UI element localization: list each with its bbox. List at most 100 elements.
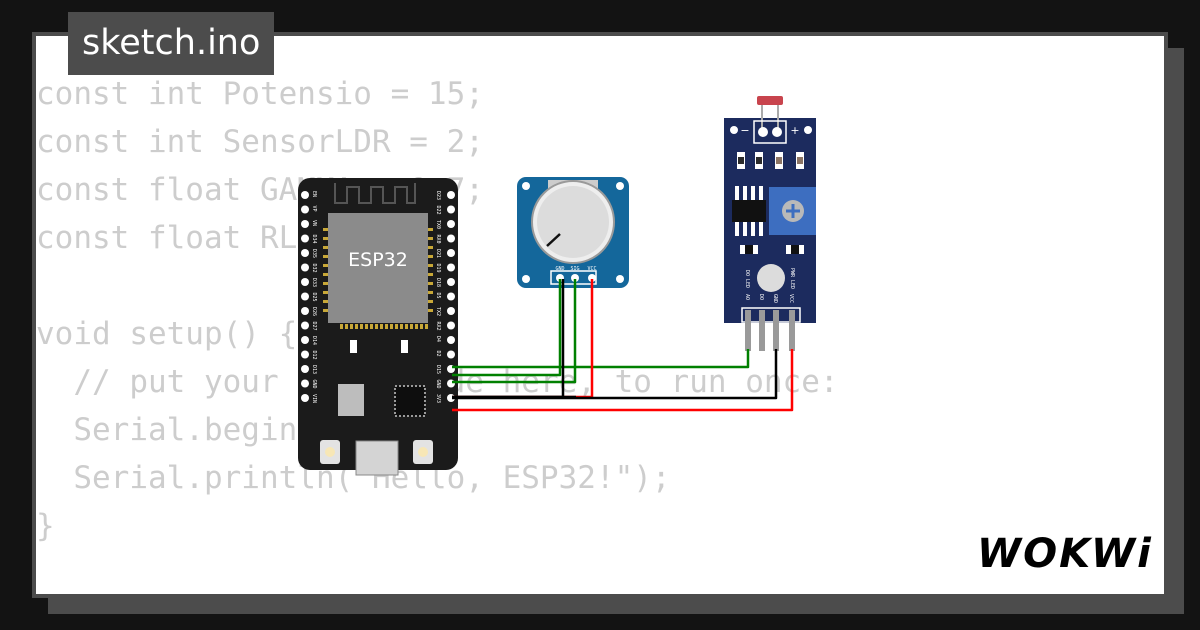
file-title-tab[interactable]: sketch.ino — [68, 12, 275, 75]
module-pad — [428, 300, 433, 303]
mount-hole — [522, 182, 530, 190]
preview-card — [32, 32, 1168, 598]
pin-label: D25 — [311, 293, 317, 302]
header-pin[interactable] — [301, 379, 309, 388]
plus-label: + — [790, 124, 799, 137]
header-pin[interactable] — [447, 263, 455, 272]
module-pad — [428, 255, 433, 258]
pot-knob[interactable] — [537, 186, 609, 258]
header-pin[interactable] — [447, 292, 455, 301]
ldr-pin-label: DO — [758, 294, 764, 300]
esp32-right-pin-header: D23D22TX0RX0D21D19D18D5TX2RX2D4D2D15GND3… — [435, 191, 455, 403]
ldr-pin[interactable] — [789, 310, 795, 351]
header-pin[interactable] — [447, 350, 455, 359]
ldr-pin-label: AO — [744, 294, 750, 300]
header-pin[interactable] — [447, 278, 455, 286]
header-pin[interactable] — [447, 321, 455, 330]
smd-part — [350, 340, 357, 353]
header-pin[interactable] — [447, 205, 455, 214]
wire-d15-to-sig[interactable] — [452, 279, 562, 377]
ldr-pin-label: VCC — [788, 294, 794, 303]
code-line: void setup() { — [36, 316, 298, 352]
module-pad — [375, 324, 378, 329]
ldr-socket — [753, 120, 787, 144]
photoresistor — [757, 96, 783, 105]
header-pin[interactable] — [447, 234, 455, 243]
pin-label: RX0 — [435, 235, 441, 244]
esp32-board[interactable]: ESP32 ENVPVND34D35D32D33D25D26D27D14D12D… — [298, 178, 458, 476]
module-pad — [323, 300, 328, 303]
wire-d15-to-sig-2[interactable] — [452, 279, 577, 384]
wire-gnd-to-ldr-gnd[interactable] — [452, 349, 778, 400]
header-pin[interactable] — [447, 307, 455, 315]
pin-label: VN — [311, 220, 317, 226]
pin-label: D26 — [311, 307, 317, 316]
module-pad — [323, 282, 328, 285]
module-pad — [323, 237, 328, 240]
socket-hole — [772, 127, 782, 137]
header-pin[interactable] — [301, 394, 309, 402]
voltage-regulator — [338, 384, 364, 416]
header-pin[interactable] — [447, 191, 455, 199]
mount-hole — [522, 275, 530, 283]
module-pad — [323, 309, 328, 312]
module-pad — [390, 324, 393, 329]
header-pin[interactable] — [447, 220, 455, 228]
module-pad — [365, 324, 368, 329]
header-pin[interactable] — [301, 321, 309, 330]
module-pad — [415, 324, 418, 329]
pin-label: GND — [435, 380, 441, 389]
pot-pin[interactable] — [571, 274, 579, 282]
header-pin[interactable] — [447, 249, 455, 257]
module-pad — [425, 324, 428, 329]
header-pin[interactable] — [301, 278, 309, 286]
ldr-pin[interactable] — [745, 310, 751, 351]
module-pad — [323, 264, 328, 267]
header-pin[interactable] — [301, 220, 309, 228]
pin-label: RX2 — [435, 322, 441, 331]
pin-label: D22 — [435, 206, 441, 215]
pin-label: D33 — [311, 278, 317, 287]
wire-3v3-to-pot-vcc[interactable] — [452, 279, 594, 399]
header-pin[interactable] — [301, 191, 309, 199]
pin-label: D27 — [311, 322, 317, 331]
pin-label: VIN — [311, 394, 317, 403]
header-pin[interactable] — [301, 292, 309, 301]
module-pad — [428, 309, 433, 312]
socket-hole — [758, 127, 768, 137]
header-pin[interactable] — [301, 234, 309, 243]
pin-label: TX2 — [435, 307, 441, 316]
pin-label: D2 — [435, 351, 441, 357]
header-pin[interactable] — [447, 336, 455, 344]
wire-gnd-to-pot[interactable] — [452, 279, 565, 399]
ldr-pin[interactable] — [773, 310, 779, 351]
do-led-label: DO LED — [744, 270, 750, 288]
header-pin[interactable] — [301, 205, 309, 214]
header-pin[interactable] — [301, 263, 309, 272]
pot-pin[interactable] — [588, 274, 596, 282]
header-pin[interactable] — [301, 336, 309, 344]
pin-label: D4 — [435, 336, 441, 342]
pwr-led-label: PWR LED — [789, 268, 795, 289]
ldr-pin[interactable] — [759, 310, 765, 351]
header-pin[interactable] — [447, 379, 455, 388]
en-button-cap — [418, 447, 428, 457]
smd-part — [401, 340, 408, 353]
pin-label: D18 — [435, 278, 441, 287]
pin-label: D14 — [311, 336, 317, 345]
smd-part — [745, 245, 753, 254]
header-pin[interactable] — [301, 350, 309, 359]
module-pad — [350, 324, 353, 329]
wire-d2-to-ao[interactable] — [452, 349, 750, 369]
header-pin[interactable] — [301, 307, 309, 315]
wire-3v3-to-ldr-vcc[interactable] — [452, 349, 794, 412]
module-pads — [323, 228, 433, 329]
header-pin[interactable] — [301, 365, 309, 373]
header-pin[interactable] — [301, 249, 309, 257]
pin-label: D21 — [435, 249, 441, 258]
usb-port — [355, 440, 399, 476]
